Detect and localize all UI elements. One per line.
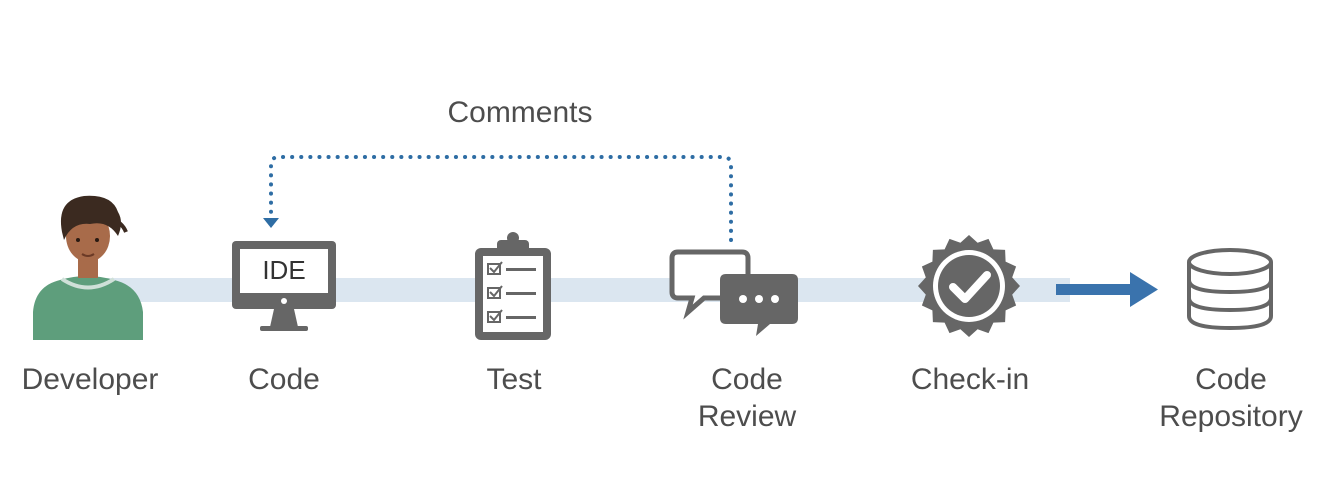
code-repository-label-line1: Code — [1195, 363, 1267, 396]
check-in-label: Check-in — [910, 363, 1030, 396]
developer-label: Developer — [21, 363, 159, 396]
developer-avatar-icon — [33, 195, 143, 340]
check-in-arrow — [1056, 272, 1158, 307]
code-review-label-line1: Code — [711, 363, 783, 396]
database-icon — [1187, 248, 1273, 331]
ide-label: IDE — [262, 255, 306, 285]
feedback-arrowhead — [263, 218, 279, 228]
comments-label: Comments — [447, 96, 593, 129]
code-label: Code — [248, 363, 320, 396]
comments-feedback-loop — [269, 155, 733, 242]
ide-monitor-icon — [232, 241, 336, 331]
code-repository-label-line2: Repository — [1159, 400, 1303, 433]
checkmark-badge-icon — [918, 235, 1020, 337]
test-label: Test — [486, 363, 542, 396]
clipboard-checklist-icon — [475, 232, 551, 340]
chat-bubbles-icon — [669, 249, 798, 336]
code-review-label-line2: Review — [697, 400, 797, 433]
